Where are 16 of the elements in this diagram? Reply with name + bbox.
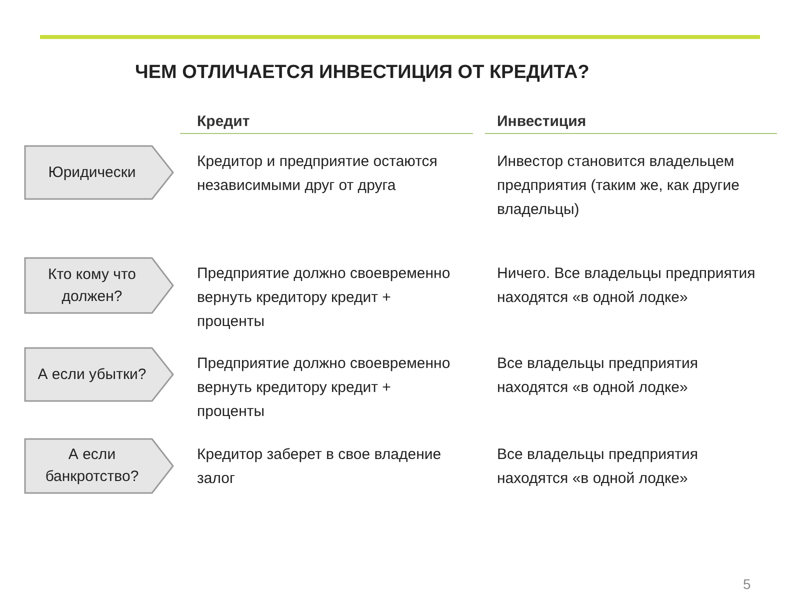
column-header: Инвестиция <box>497 112 586 132</box>
row-header-tag: А если убытки? <box>24 347 174 402</box>
table-cell-text: Кредитор и предприятие остаются независимыми друг от друга <box>197 152 438 196</box>
table-cell-text: Кредитор заберет в свое владение залог <box>197 445 442 489</box>
table-cell-text: Предприятие должно своевременно вернуть кредитору кредит + проценты <box>197 264 452 332</box>
table-cell-text: Все владельцы предприятия находятся «в одной лодке» <box>497 354 700 398</box>
slide-title: ЧЕМ ОТЛИЧАЕТСЯ ИНВЕСТИЦИЯ ОТ КРЕДИТА? <box>135 62 590 84</box>
row-header-tag: Юридически <box>24 145 174 200</box>
page-number: 5 <box>743 575 751 594</box>
table-cell-text: Инвестор становится владельцем предприятия (таким же, как другие владельцы) <box>497 152 740 220</box>
row-header-tag: Кто кому что должен? <box>24 257 174 314</box>
table-cell-text: Предприятие должно своевременно вернуть кредитору кредит + проценты <box>197 354 452 422</box>
table-cell-text: Все владельцы предприятия находятся «в одной лодке» <box>497 445 700 489</box>
column-header: Кредит <box>197 112 250 132</box>
table-cell-text: Ничего. Все владельцы предприятия находятся «в одной лодке» <box>497 264 756 308</box>
row-header-tag: А если банкротство? <box>24 438 174 494</box>
